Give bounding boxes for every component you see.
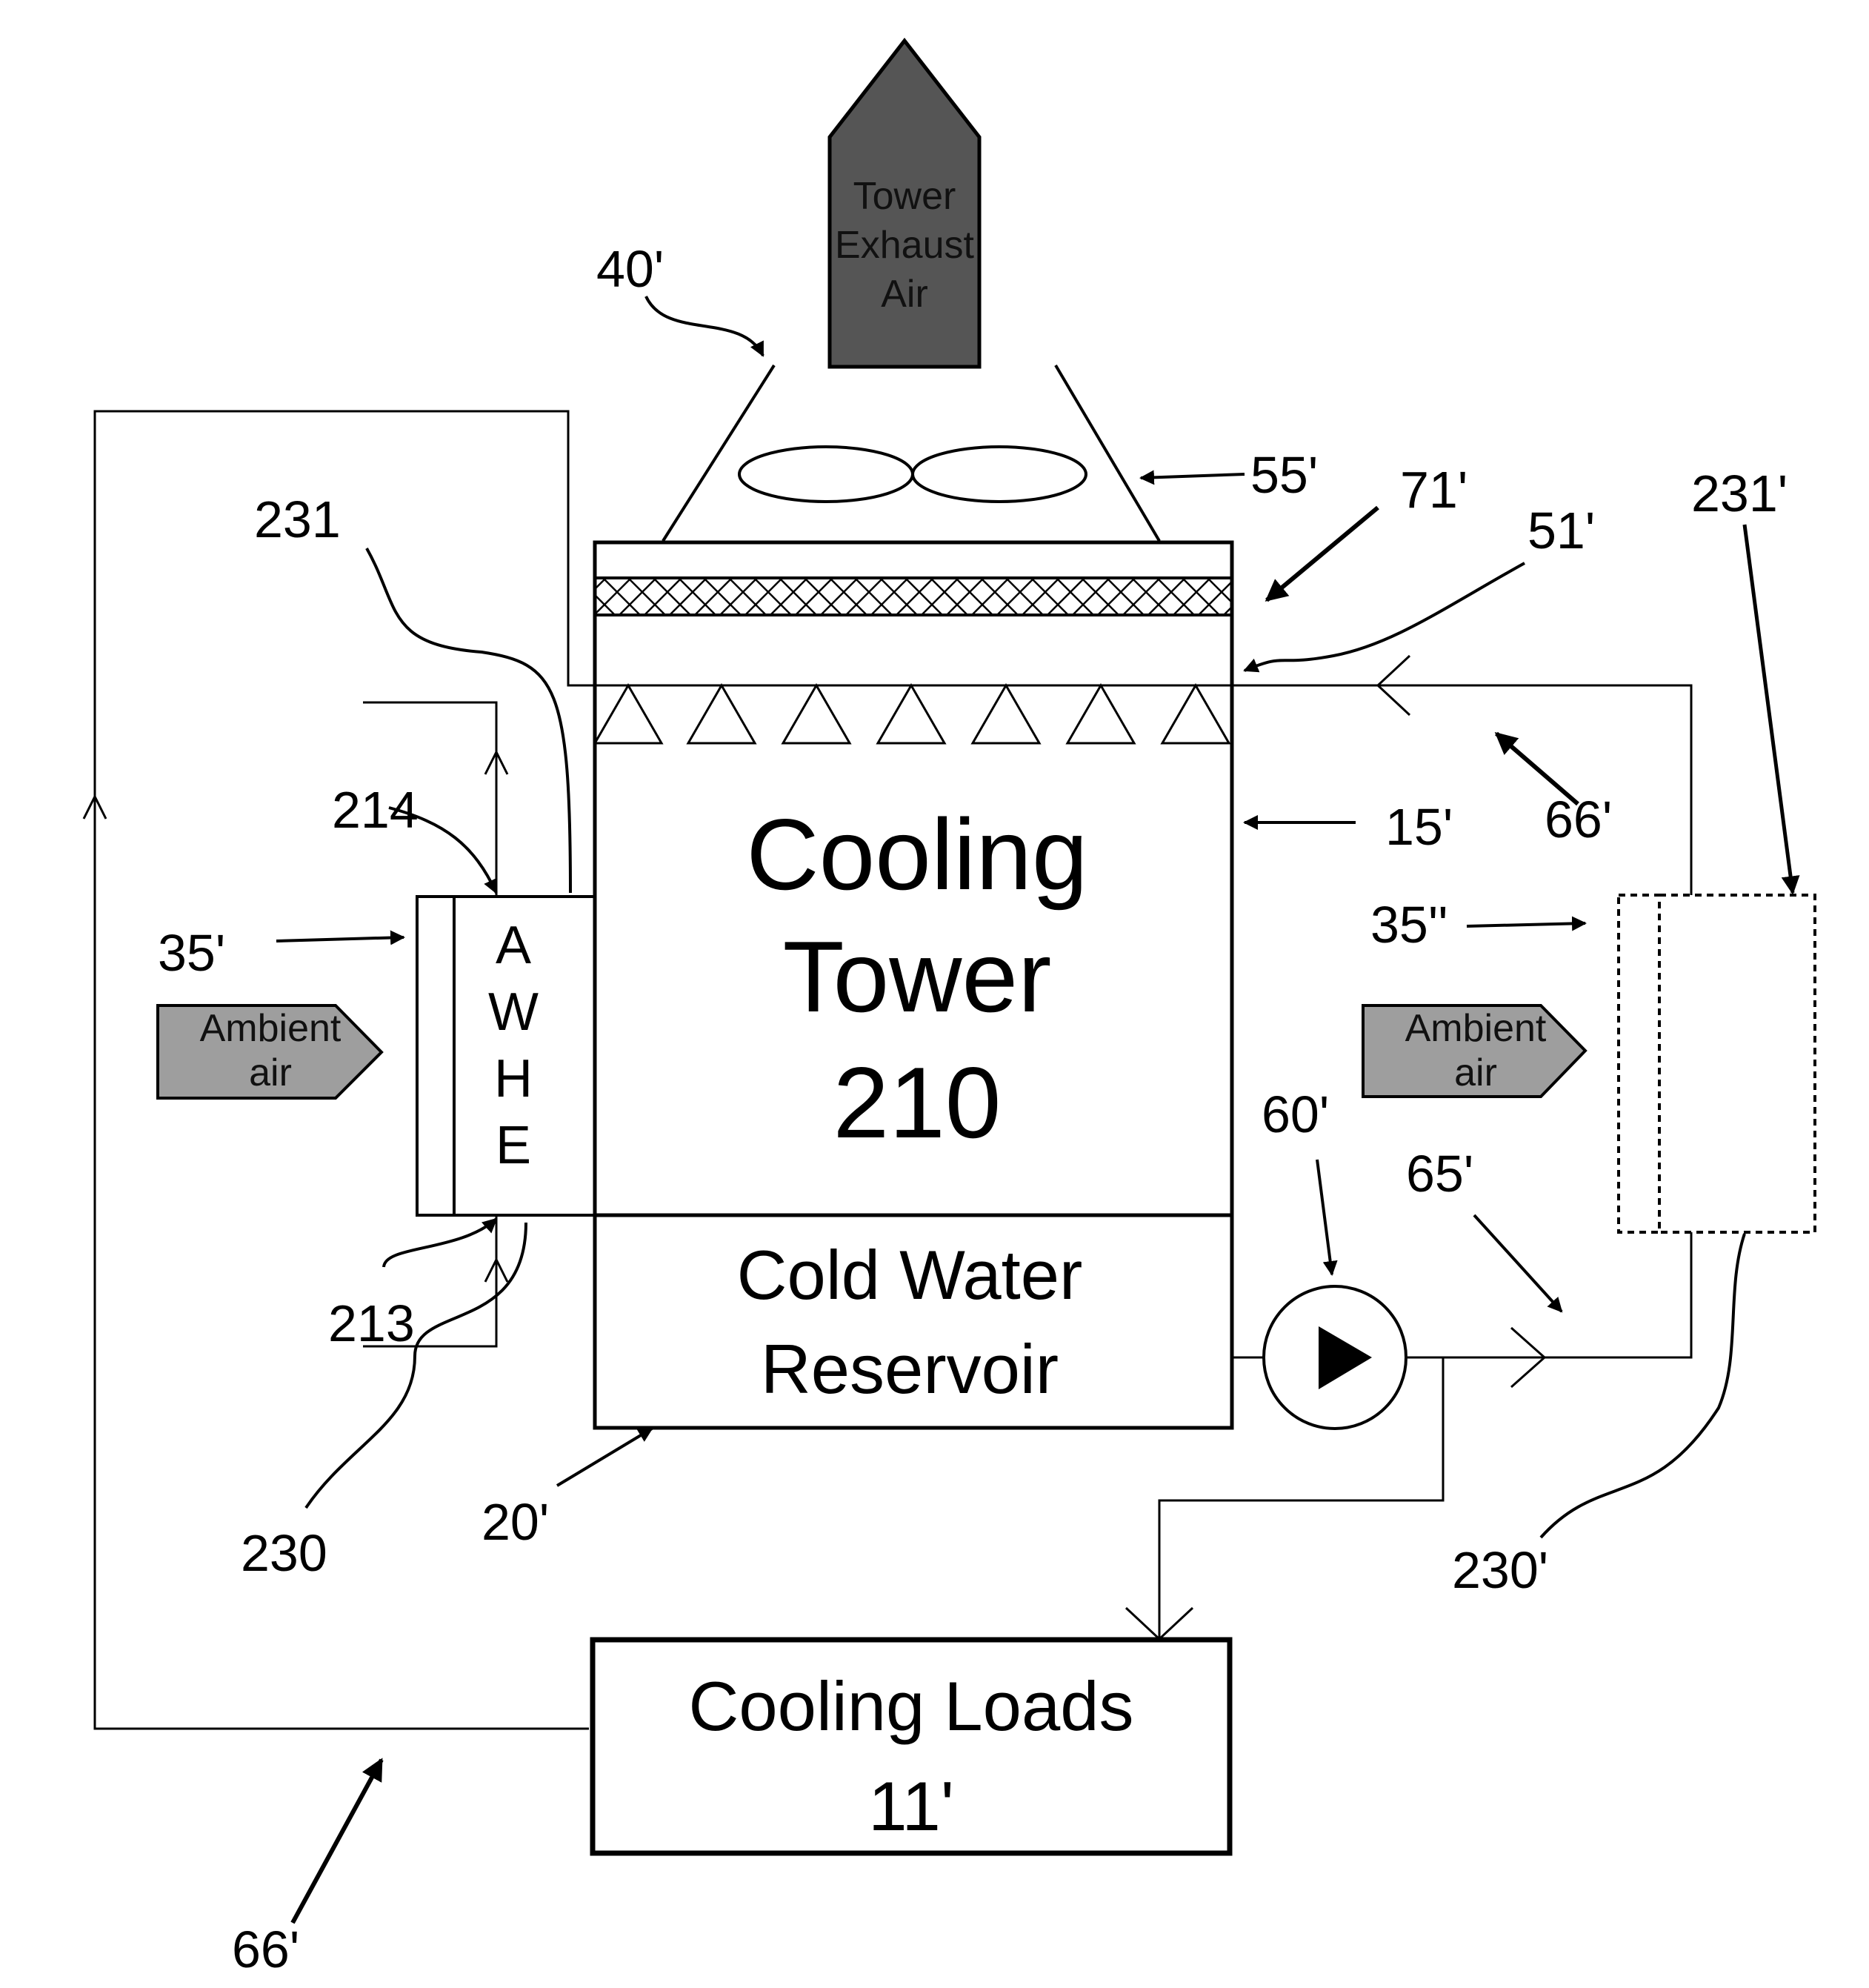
tower-title-line-1: Cooling xyxy=(746,798,1087,911)
ambient-right-line-2: air xyxy=(1454,1051,1497,1094)
ref-214: 214 xyxy=(332,781,419,839)
reservoir-label-line-2: Reservoir xyxy=(761,1330,1059,1408)
reservoir-label-line-1: Cold Water xyxy=(737,1236,1083,1314)
pump xyxy=(1264,1286,1406,1429)
ambient-air-right: Ambient air xyxy=(1363,1005,1585,1097)
ref-71: 71' xyxy=(1400,461,1467,519)
awhe-letter-e: E xyxy=(496,1116,531,1175)
ambient-right-line-1: Ambient xyxy=(1405,1007,1547,1050)
tower-title-line-2: Tower xyxy=(783,920,1052,1033)
ref-230-prime: 230' xyxy=(1452,1541,1548,1599)
loads-label-line-1: Cooling Loads xyxy=(689,1667,1134,1745)
cooling-loads: Cooling Loads 11' xyxy=(593,1640,1230,1853)
awhe: A W H E xyxy=(417,897,595,1215)
ref-230: 230 xyxy=(241,1524,327,1582)
awhe-filter xyxy=(417,897,454,1215)
ref-66-bottom: 66' xyxy=(232,1921,299,1978)
loads-label-line-2: 11' xyxy=(868,1767,954,1845)
ambient-left-line-2: air xyxy=(249,1051,292,1094)
ref-55: 55' xyxy=(1250,446,1318,504)
fan-blade-left xyxy=(739,447,913,502)
awhe-letter-h: H xyxy=(494,1049,533,1108)
ref-65: 65' xyxy=(1406,1145,1473,1203)
ref-35: 35' xyxy=(158,924,225,982)
exhaust-label-line-2: Exhaust xyxy=(835,224,974,267)
awhe-letter-w: W xyxy=(488,983,539,1042)
tower-title-line-3: 210 xyxy=(833,1046,1002,1159)
ref-20: 20' xyxy=(482,1493,549,1551)
exhaust-label-line-1: Tower xyxy=(853,175,956,218)
ambient-left-line-1: Ambient xyxy=(200,1007,342,1050)
ref-40: 40' xyxy=(596,240,664,298)
ref-51: 51' xyxy=(1527,502,1595,559)
spray-nozzles xyxy=(595,685,1229,743)
ref-231-prime: 231' xyxy=(1691,465,1788,522)
cooling-tower: Cooling Tower 210 Cold Water Reservoir xyxy=(595,542,1232,1428)
tower-exhaust-air: Tower Exhaust Air xyxy=(830,41,979,367)
ambient-air-left: Ambient air xyxy=(158,1005,382,1098)
ref-213: 213 xyxy=(328,1294,415,1352)
drift-eliminator xyxy=(595,578,1232,615)
heat-exchanger-dashed xyxy=(1619,895,1815,1232)
ref-66-top: 66' xyxy=(1545,791,1612,848)
ref-60: 60' xyxy=(1262,1086,1329,1143)
awhe-letter-a: A xyxy=(496,916,531,975)
fan-stack xyxy=(663,365,1159,541)
fan-blade-right xyxy=(913,447,1086,502)
ref-231: 231 xyxy=(254,491,341,548)
exhaust-label-line-3: Air xyxy=(881,273,928,316)
ref-15: 15' xyxy=(1385,798,1453,856)
ref-35-double-prime: 35'' xyxy=(1370,896,1448,954)
